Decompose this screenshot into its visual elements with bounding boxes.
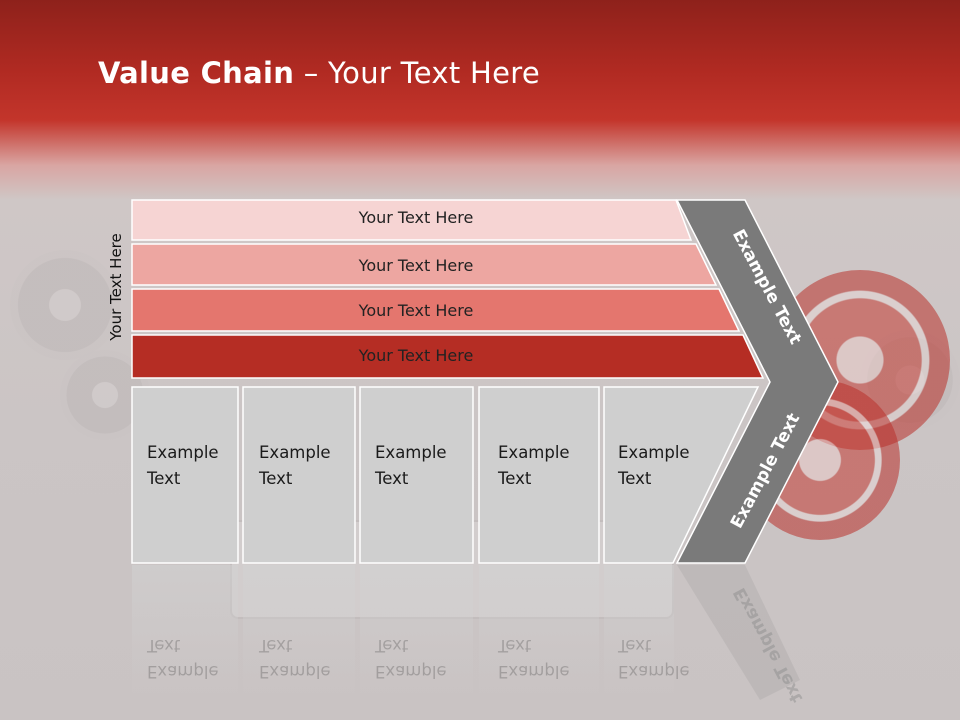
cell-2-reflection-line2: Text (259, 636, 293, 655)
cell-2-line1: Example (259, 443, 331, 462)
page-title: Value Chain – Your Text Here (98, 56, 540, 90)
cell-2-line2: Text (259, 469, 293, 488)
cell-reflection (132, 565, 238, 695)
chevron-reflection (677, 565, 800, 700)
bar-2-label: Your Text Here (358, 256, 474, 275)
bar-1-label: Your Text Here (358, 208, 474, 227)
cell-1 (131, 386, 239, 564)
bar-1 (131, 199, 693, 241)
cell-3-reflection-line2: Text (375, 636, 409, 655)
title-rest: – Your Text Here (294, 56, 540, 90)
cell-4-reflection-line2: Text (498, 636, 532, 655)
cell-3 (359, 386, 474, 564)
title-bold: Value Chain (98, 56, 295, 90)
cell-4-reflection: Example Text (498, 632, 570, 684)
cell-1-reflection: Example Text (147, 632, 219, 684)
cell-5-line1: Example (618, 443, 690, 462)
cell-4-line2: Text (498, 469, 532, 488)
bar-3-label: Your Text Here (358, 301, 474, 320)
cell-reflection (243, 565, 355, 695)
cell-4 (478, 386, 600, 564)
cell-reflection (479, 565, 599, 695)
bar-3 (131, 288, 741, 332)
cell-reflection (360, 565, 473, 695)
cell-3-line1: Example (375, 443, 447, 462)
cell-1-line1: Example (147, 443, 219, 462)
cell-5-line2: Text (618, 469, 652, 488)
cell-1-reflection-line1: Example (147, 662, 219, 681)
bar-2 (131, 243, 718, 286)
cell-3-reflection-line1: Example (375, 662, 447, 681)
cell-2-reflection-line1: Example (259, 662, 331, 681)
cell-4-line1: Example (498, 443, 570, 462)
cell-5-reflection-line1: Example (618, 662, 690, 681)
cell-5-reflection: Example Text (618, 632, 690, 684)
cell-4-reflection-line1: Example (498, 662, 570, 681)
cell-1-reflection-line2: Text (147, 636, 181, 655)
cell-1-line2: Text (147, 469, 181, 488)
bar-4 (131, 334, 765, 379)
bar-4-label: Your Text Here (358, 346, 474, 365)
cell-2-reflection: Example Text (259, 632, 331, 684)
chevron-arrow (675, 199, 839, 564)
cell-2 (242, 386, 356, 564)
cell-5 (603, 386, 760, 564)
cell-reflection (604, 565, 674, 695)
cell-3-line2: Text (375, 469, 409, 488)
cell-5-reflection-line2: Text (618, 636, 652, 655)
cell-3-reflection: Example Text (375, 632, 447, 684)
